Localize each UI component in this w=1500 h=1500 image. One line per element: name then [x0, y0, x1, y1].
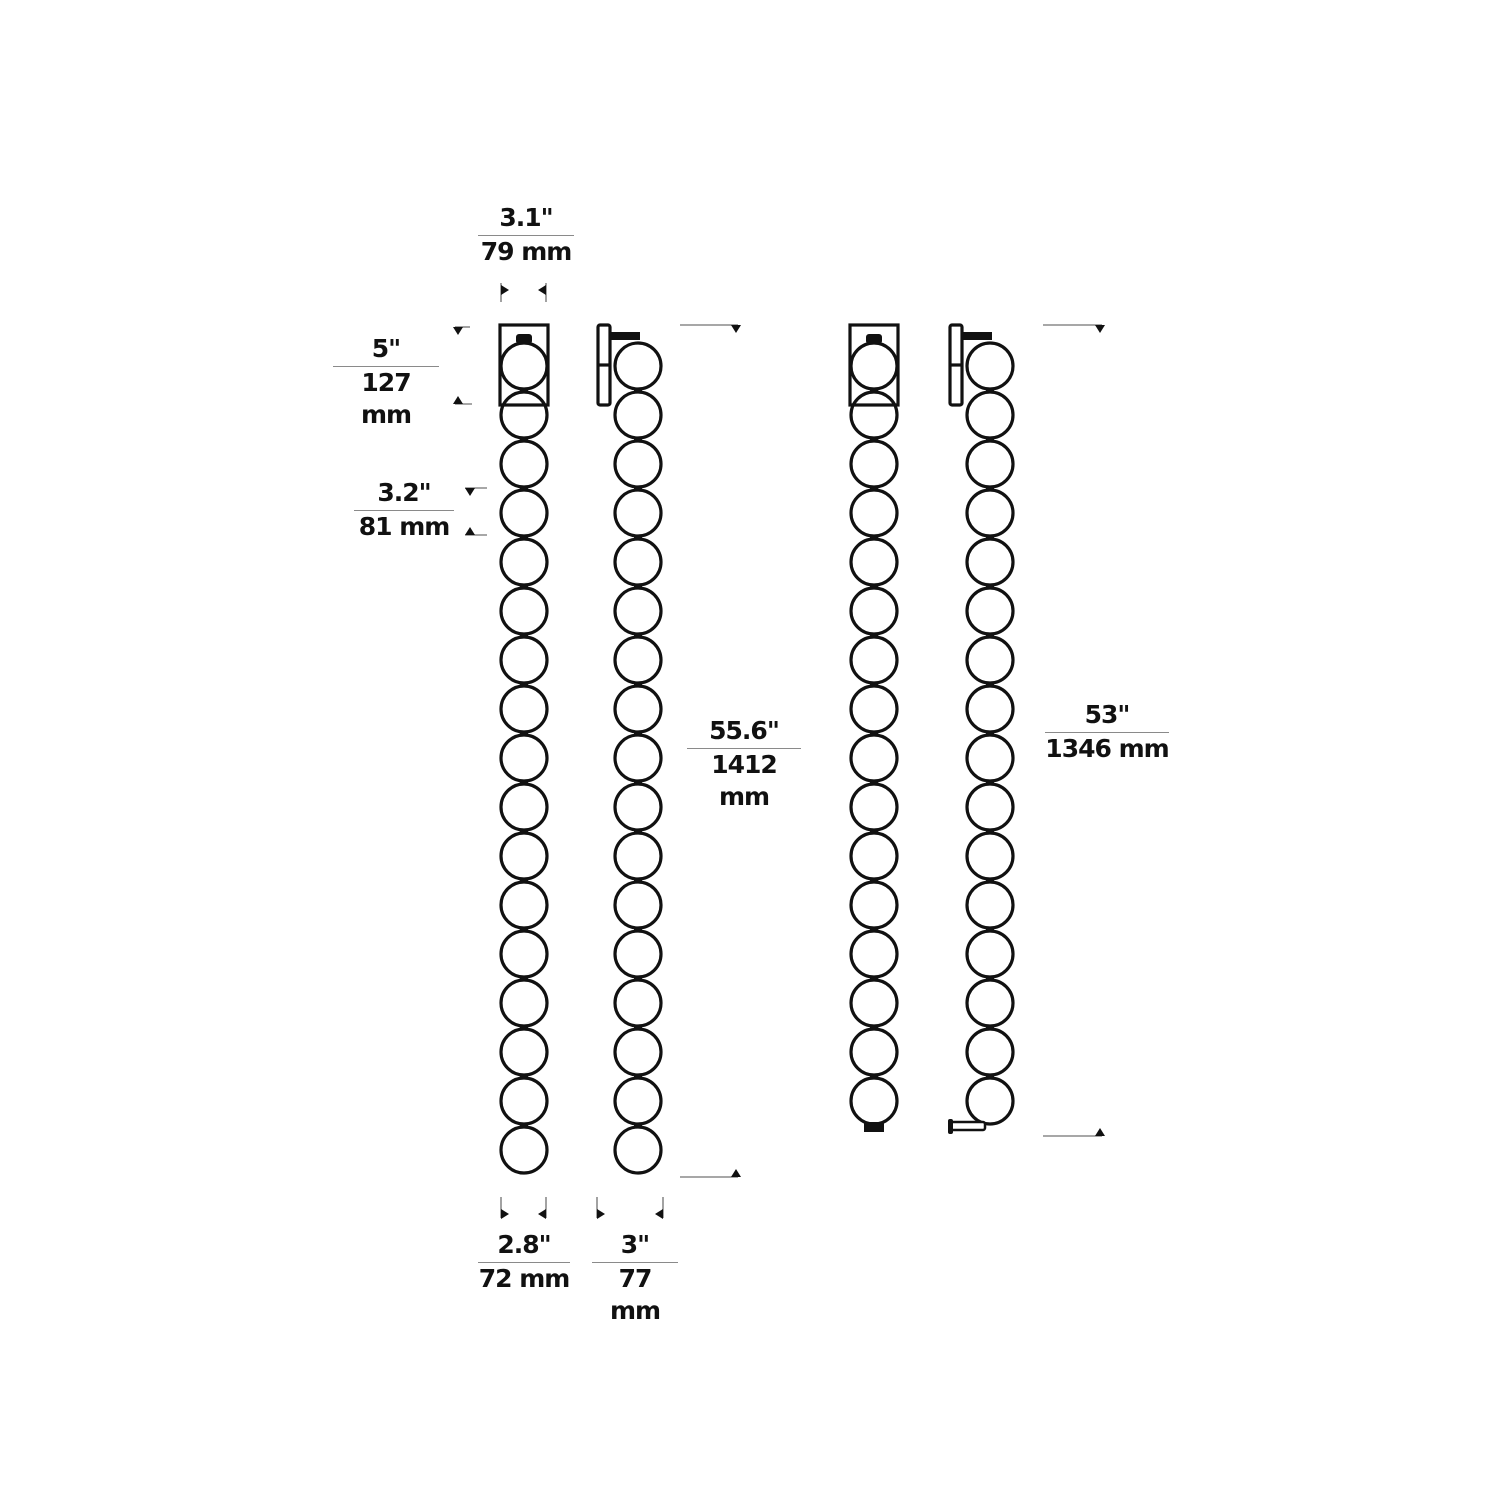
globe-icon	[613, 488, 663, 538]
globe-icon	[849, 880, 899, 930]
dimension-arrow-icon	[1095, 325, 1105, 333]
globe-icon	[965, 488, 1015, 538]
canopy-outline	[848, 323, 900, 407]
globe-icon	[499, 341, 549, 391]
globe-pitch-label: 3.2" 81 mm	[354, 478, 454, 543]
globe-icon	[849, 390, 899, 440]
globe-icon	[849, 1027, 899, 1077]
dimension-arrow-icon	[597, 1209, 605, 1219]
globe-icon	[849, 978, 899, 1028]
globe-icon	[499, 1076, 549, 1126]
globe-icon	[499, 1027, 549, 1077]
globe-icon	[613, 978, 663, 1028]
dimension-arrow-icon	[453, 396, 463, 404]
globe-icon	[613, 537, 663, 587]
globe-icon	[613, 684, 663, 734]
globe-icon	[613, 880, 663, 930]
short-front-view	[848, 323, 900, 1132]
globe-icon	[965, 733, 1015, 783]
globe-icon	[849, 586, 899, 636]
globe-icon	[965, 586, 1015, 636]
globe-icon	[965, 390, 1015, 440]
side-depth-label: 3" 77 mm	[592, 1230, 678, 1327]
front-width-label: 2.8" 72 mm	[478, 1230, 570, 1293]
globe-icon	[849, 537, 899, 587]
globe-icon	[499, 439, 549, 489]
globe-icon	[613, 831, 663, 881]
globe-icon	[965, 1076, 1015, 1126]
globe-icon	[499, 1125, 549, 1175]
globe-icon	[849, 488, 899, 538]
globe-icon	[965, 880, 1015, 930]
globe-icon	[499, 684, 549, 734]
globe-icon	[499, 390, 549, 440]
long-height-label: 55.6" 1412 mm	[687, 716, 801, 813]
globe-icon	[499, 733, 549, 783]
globe-icon	[965, 635, 1015, 685]
globe-icon	[849, 831, 899, 881]
dimension-arrow-icon	[501, 285, 509, 295]
dimension-arrow-icon	[453, 327, 463, 335]
globe-icon	[613, 733, 663, 783]
globe-icon	[965, 1027, 1015, 1077]
long-front-view	[498, 323, 550, 1175]
globe-icon	[499, 586, 549, 636]
globe-icon	[965, 341, 1015, 391]
globe-icon	[499, 635, 549, 685]
globe-icon	[965, 978, 1015, 1028]
short-side-view	[948, 323, 1015, 1134]
globe-icon	[613, 1125, 663, 1175]
globe-icon	[613, 1027, 663, 1077]
globe-icon	[499, 978, 549, 1028]
dimension-arrow-icon	[465, 488, 475, 496]
globe-icon	[613, 439, 663, 489]
globe-icon	[613, 390, 663, 440]
globe-icon	[613, 1076, 663, 1126]
dimension-arrow-icon	[731, 325, 741, 333]
globe-icon	[613, 929, 663, 979]
globe-icon	[849, 341, 899, 391]
globe-icon	[499, 782, 549, 832]
globe-icon	[965, 831, 1015, 881]
dimension-arrow-icon	[731, 1169, 741, 1177]
dimension-arrow-icon	[1095, 1128, 1105, 1136]
globe-icon	[965, 684, 1015, 734]
globe-icon	[849, 439, 899, 489]
globe-icon	[613, 635, 663, 685]
globe-icon	[849, 684, 899, 734]
globe-icon	[499, 537, 549, 587]
globe-icon	[849, 929, 899, 979]
long-side-view	[596, 323, 663, 1175]
globe-icon	[613, 586, 663, 636]
canopy-width-label: 3.1" 79 mm	[478, 203, 574, 268]
globe-icon	[965, 537, 1015, 587]
globe-icon	[965, 439, 1015, 489]
globe-icon	[849, 782, 899, 832]
canopy-height-label: 5" 127 mm	[333, 334, 439, 431]
globe-icon	[849, 635, 899, 685]
globe-icon	[849, 1076, 899, 1126]
globe-icon	[613, 341, 663, 391]
dimension-arrow-icon	[655, 1209, 663, 1219]
dimension-arrow-icon	[538, 285, 546, 295]
globe-icon	[849, 733, 899, 783]
dimension-arrow-icon	[538, 1209, 546, 1219]
canopy-outline	[498, 323, 550, 407]
dimension-arrow-icon	[465, 527, 475, 535]
globe-icon	[499, 488, 549, 538]
dimension-arrow-icon	[501, 1209, 509, 1219]
globe-icon	[965, 782, 1015, 832]
short-height-label: 53" 1346 mm	[1045, 700, 1170, 763]
globe-icon	[613, 782, 663, 832]
globe-icon	[499, 880, 549, 930]
globe-icon	[499, 831, 549, 881]
globe-icon	[499, 929, 549, 979]
globe-icon	[965, 929, 1015, 979]
